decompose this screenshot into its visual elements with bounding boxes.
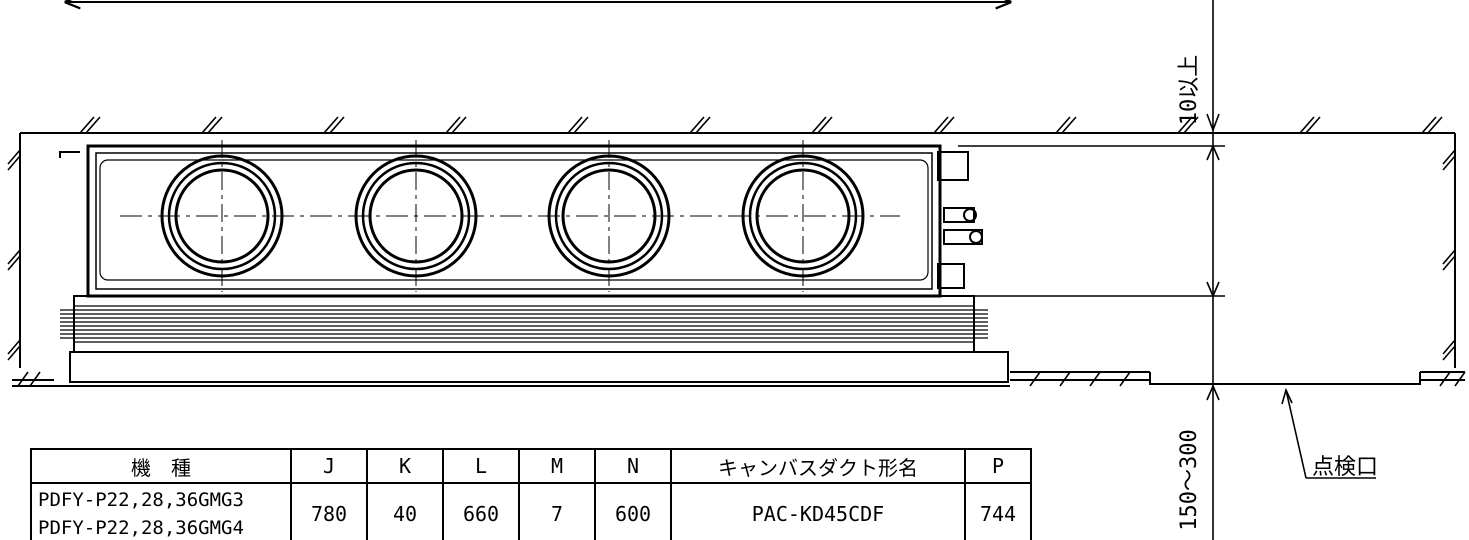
table-row: PDFY-P22,28,36GMG3 PDFY-P22,28,36GMG4 78… xyxy=(30,482,1032,540)
hatch-mark xyxy=(1442,155,1456,171)
top-clearance-label: 10以上 xyxy=(1177,55,1202,126)
hatch-mark xyxy=(1059,371,1071,387)
vertical-dimension xyxy=(958,0,1225,540)
hatch-mark xyxy=(1421,116,1437,134)
cell-p: 744 xyxy=(964,482,1032,540)
header-j: J xyxy=(290,448,368,484)
cell-n: 600 xyxy=(594,482,672,540)
hatch-mark xyxy=(7,155,21,171)
hatch-mark xyxy=(29,371,41,387)
hatch-mark xyxy=(201,116,217,134)
indoor-unit-body xyxy=(54,144,1010,387)
hatch-mark xyxy=(1177,116,1193,134)
hatch-mark xyxy=(451,116,467,134)
header-l: L xyxy=(442,448,520,484)
model-line-1: PDFY-P22,28,36GMG3 xyxy=(38,489,244,511)
hatch-mark xyxy=(1442,249,1456,265)
header-model: 機 種 xyxy=(30,448,292,484)
hatch-mark xyxy=(1055,116,1071,134)
hatch-mark xyxy=(17,371,29,387)
table-header-row: 機 種 J K L M N キャンバスダクト形名 P xyxy=(30,448,1032,484)
hatch-mark xyxy=(1439,371,1451,387)
hatch-mark xyxy=(329,116,345,134)
hatch-mark xyxy=(7,345,21,361)
header-p: P xyxy=(964,448,1032,484)
header-m: M xyxy=(518,448,596,484)
bottom-range-label: 150～300 xyxy=(1177,429,1202,530)
hatch-mark xyxy=(811,116,827,134)
hatch-mark xyxy=(323,116,339,134)
cell-m: 7 xyxy=(518,482,596,540)
header-duct: キャンバスダクト形名 xyxy=(670,448,966,484)
cell-duct: PAC-KD45CDF xyxy=(670,482,966,540)
hatch-mark xyxy=(1442,255,1456,271)
hatch-mark xyxy=(7,249,21,265)
ceiling-slab xyxy=(7,116,1456,368)
hatch-mark xyxy=(1299,116,1315,134)
hatch-mark xyxy=(207,116,223,134)
hatch-mark xyxy=(1442,149,1456,165)
hatch-mark xyxy=(79,116,95,134)
hatch-mark xyxy=(7,339,21,355)
hatch-mark xyxy=(1061,116,1077,134)
hatch-mark xyxy=(1454,371,1466,387)
cell-l: 660 xyxy=(442,482,520,540)
hatch-mark xyxy=(7,149,21,165)
hatch-mark xyxy=(567,116,583,134)
hatch-mark xyxy=(85,116,101,134)
hatch-mark xyxy=(1183,116,1199,134)
hatch-mark xyxy=(1029,371,1041,387)
cell-j: 780 xyxy=(290,482,368,540)
ceiling-board xyxy=(12,371,1466,387)
hatch-mark xyxy=(817,116,833,134)
cell-models: PDFY-P22,28,36GMG3 PDFY-P22,28,36GMG4 xyxy=(30,482,292,540)
hatch-mark xyxy=(939,116,955,134)
hatch-mark xyxy=(695,116,711,134)
hatch-mark xyxy=(445,116,461,134)
header-k: K xyxy=(366,448,444,484)
hatch-mark xyxy=(933,116,949,134)
hatch-mark xyxy=(573,116,589,134)
hatch-mark xyxy=(1119,371,1131,387)
hatch-mark xyxy=(7,255,21,271)
hatch-mark xyxy=(689,116,705,134)
hatch-mark xyxy=(1305,116,1321,134)
inspection-port-label: 点検口 xyxy=(1312,455,1378,480)
header-n: N xyxy=(594,448,672,484)
hatch-mark xyxy=(1427,116,1443,134)
hatch-mark xyxy=(1442,345,1456,361)
spec-table: 機 種 J K L M N キャンバスダクト形名 P PDFY-P22,28,3… xyxy=(30,448,1032,540)
pipe-connection xyxy=(943,207,983,245)
hatch-mark xyxy=(1442,339,1456,355)
model-line-2: PDFY-P22,28,36GMG4 xyxy=(38,517,244,539)
inspection-port-leader xyxy=(1281,387,1376,479)
hatch-mark xyxy=(1089,371,1101,387)
cell-k: 40 xyxy=(366,482,444,540)
